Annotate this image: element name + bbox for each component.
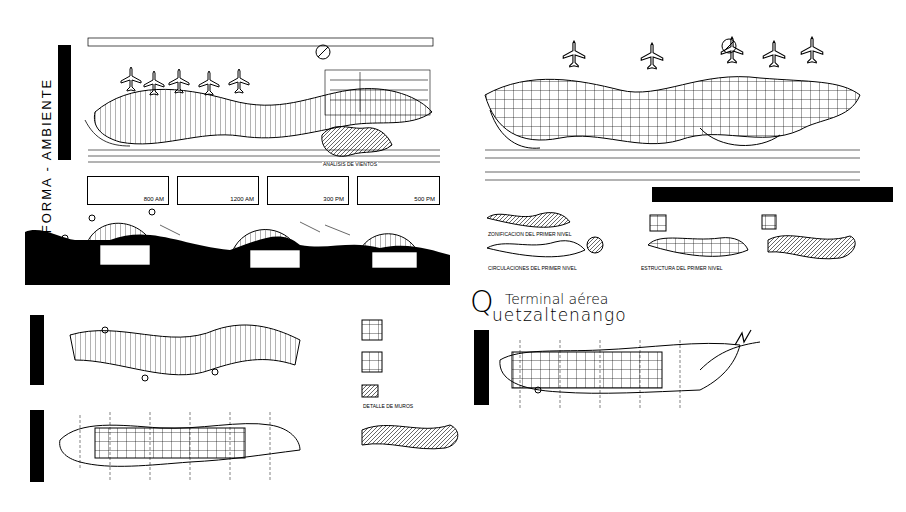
sheet-label: CIRCULACIONES DEL PRIMER NIVEL: [487, 266, 578, 271]
sheet-label: FORMA - AMBIENTE: [41, 77, 54, 233]
time-box: 800 AM: [87, 176, 169, 205]
sheet-label: ESTRUCTURA DEL PRIMER NIVEL: [640, 266, 724, 271]
time-box: 500 PM: [357, 176, 440, 205]
sheet-label: uetzaltenango: [492, 307, 627, 324]
sheet-label: Terminal aérea: [505, 292, 608, 306]
time-label: 800 AM: [144, 196, 164, 202]
sheet-label: DETALLE DE MUROS: [362, 404, 414, 409]
time-label: 500 PM: [414, 196, 435, 202]
time-box: 300 PM: [267, 176, 349, 205]
sheet-label: ANALISIS DE VIENTOS: [322, 162, 378, 167]
sheet-label: ZONIFICACION DEL PRIMER NIVEL: [487, 232, 572, 237]
time-label: 1200 AM: [230, 196, 254, 202]
time-box: 1200 AM: [177, 176, 259, 205]
sheet-label: Q: [470, 287, 494, 317]
time-label: 300 PM: [323, 196, 344, 202]
